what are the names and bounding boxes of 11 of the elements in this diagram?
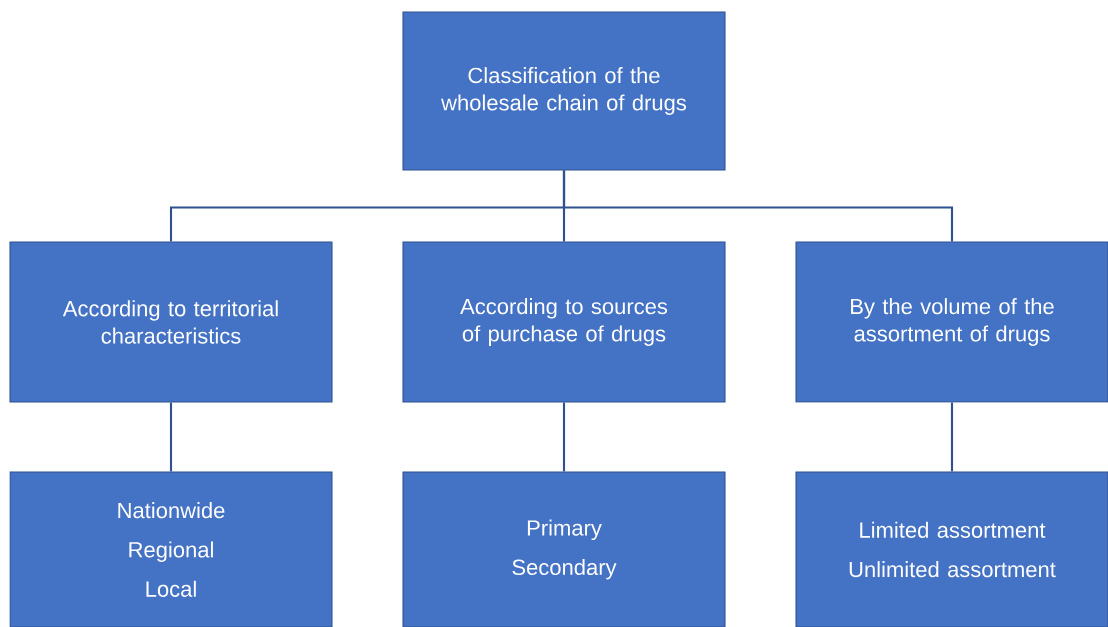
process-box: Limited assortment Unlimited assortment bbox=[795, 471, 1108, 627]
connector-line bbox=[950, 402, 954, 472]
process-box: By the volume of the assortment of drugs bbox=[795, 241, 1108, 403]
connector-line bbox=[169, 402, 173, 472]
connector-line bbox=[562, 170, 954, 242]
process-box: Nationwide Regional Local bbox=[9, 471, 333, 627]
process-box: According to territorial characteristics bbox=[9, 241, 333, 403]
process-box: According to sources of purchase of drugs bbox=[402, 241, 726, 403]
category-box: Classification of the wholesale chain of drugs bbox=[402, 11, 726, 171]
process-box: Primary Secondary bbox=[402, 471, 726, 627]
connector-line bbox=[562, 402, 566, 472]
